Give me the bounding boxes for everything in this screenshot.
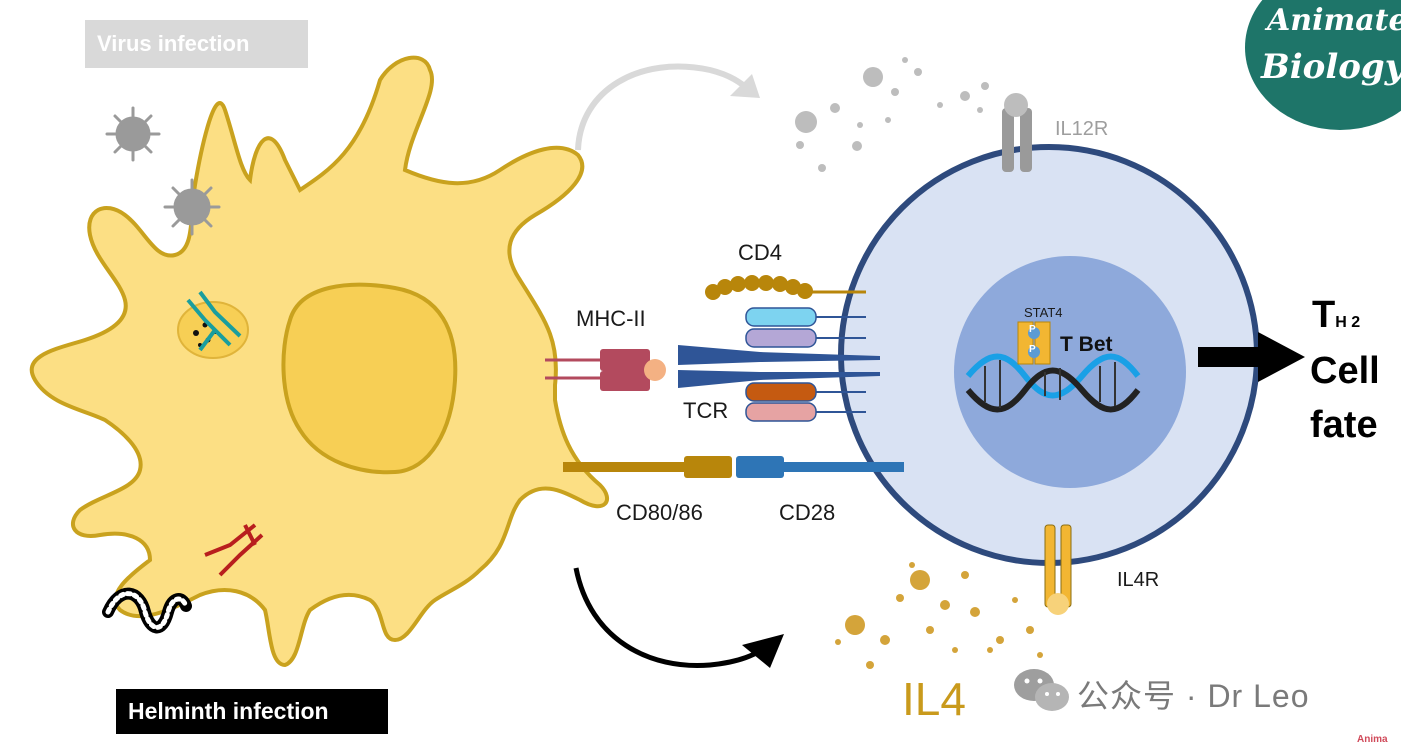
th2-label: TH 2 <box>1312 294 1361 336</box>
watermark-text: 公众号 · Dr Leo <box>1077 678 1310 714</box>
il4-label: IL4 <box>902 673 966 725</box>
il4r-label: IL4R <box>1117 569 1160 591</box>
mhc-ii-molecule <box>545 349 666 391</box>
cd28-label: CD28 <box>779 500 836 525</box>
worm-icon <box>102 587 192 634</box>
cd3-complex <box>745 307 866 422</box>
t-cell-nucleus <box>954 256 1186 488</box>
corner-logo-mark: Anima <box>1357 734 1388 745</box>
tcr-molecule <box>678 345 880 388</box>
tcr-label: TCR <box>683 398 729 423</box>
cell-label: Cell <box>1310 350 1380 392</box>
il12-cytokine-dots <box>795 57 989 172</box>
il4r-receptor <box>1044 524 1072 615</box>
stat4-label: STAT4 <box>1024 305 1063 320</box>
wechat-icon <box>1014 669 1069 711</box>
logo-line-1: Animated <box>1267 3 1401 38</box>
phospho-label: P <box>1029 324 1036 335</box>
animated-biology-logo: Animated Biology <box>1245 0 1401 130</box>
red-receptor-icon <box>204 523 264 577</box>
cd80-cd28-pair <box>563 456 904 478</box>
cd4-molecule <box>705 275 866 300</box>
helminth-infection-label: Helminth infection <box>116 689 388 734</box>
virus-icon <box>163 178 221 236</box>
mhc-ii-label: MHC-II <box>576 306 646 331</box>
virus-infection-label: Virus infection <box>85 20 308 68</box>
tbet-label: T Bet <box>1060 333 1113 356</box>
il12-signal-arrow <box>575 63 760 151</box>
fate-arrow <box>1198 332 1305 382</box>
dna-helix <box>965 353 1141 413</box>
phospho-label: P <box>1029 344 1036 355</box>
il4-cytokine-dots <box>835 562 1043 669</box>
il12r-label: IL12R <box>1055 118 1109 140</box>
stat4-phosphorylated <box>1017 321 1051 365</box>
cd80-86-label: CD80/86 <box>616 500 703 525</box>
il4-signal-arrow <box>573 567 784 669</box>
th2-t: T <box>1312 294 1336 336</box>
dendritic-cell <box>30 55 610 668</box>
cd4-label: CD4 <box>738 240 783 265</box>
il12r-receptor <box>1002 93 1032 172</box>
fate-label: fate <box>1310 404 1378 446</box>
logo-line-2: Biology <box>1261 47 1401 87</box>
th2-subscript: H 2 <box>1335 314 1361 331</box>
dendritic-nucleus <box>281 282 458 475</box>
teal-mhc-icon <box>186 290 242 352</box>
virus-icon <box>105 106 161 162</box>
